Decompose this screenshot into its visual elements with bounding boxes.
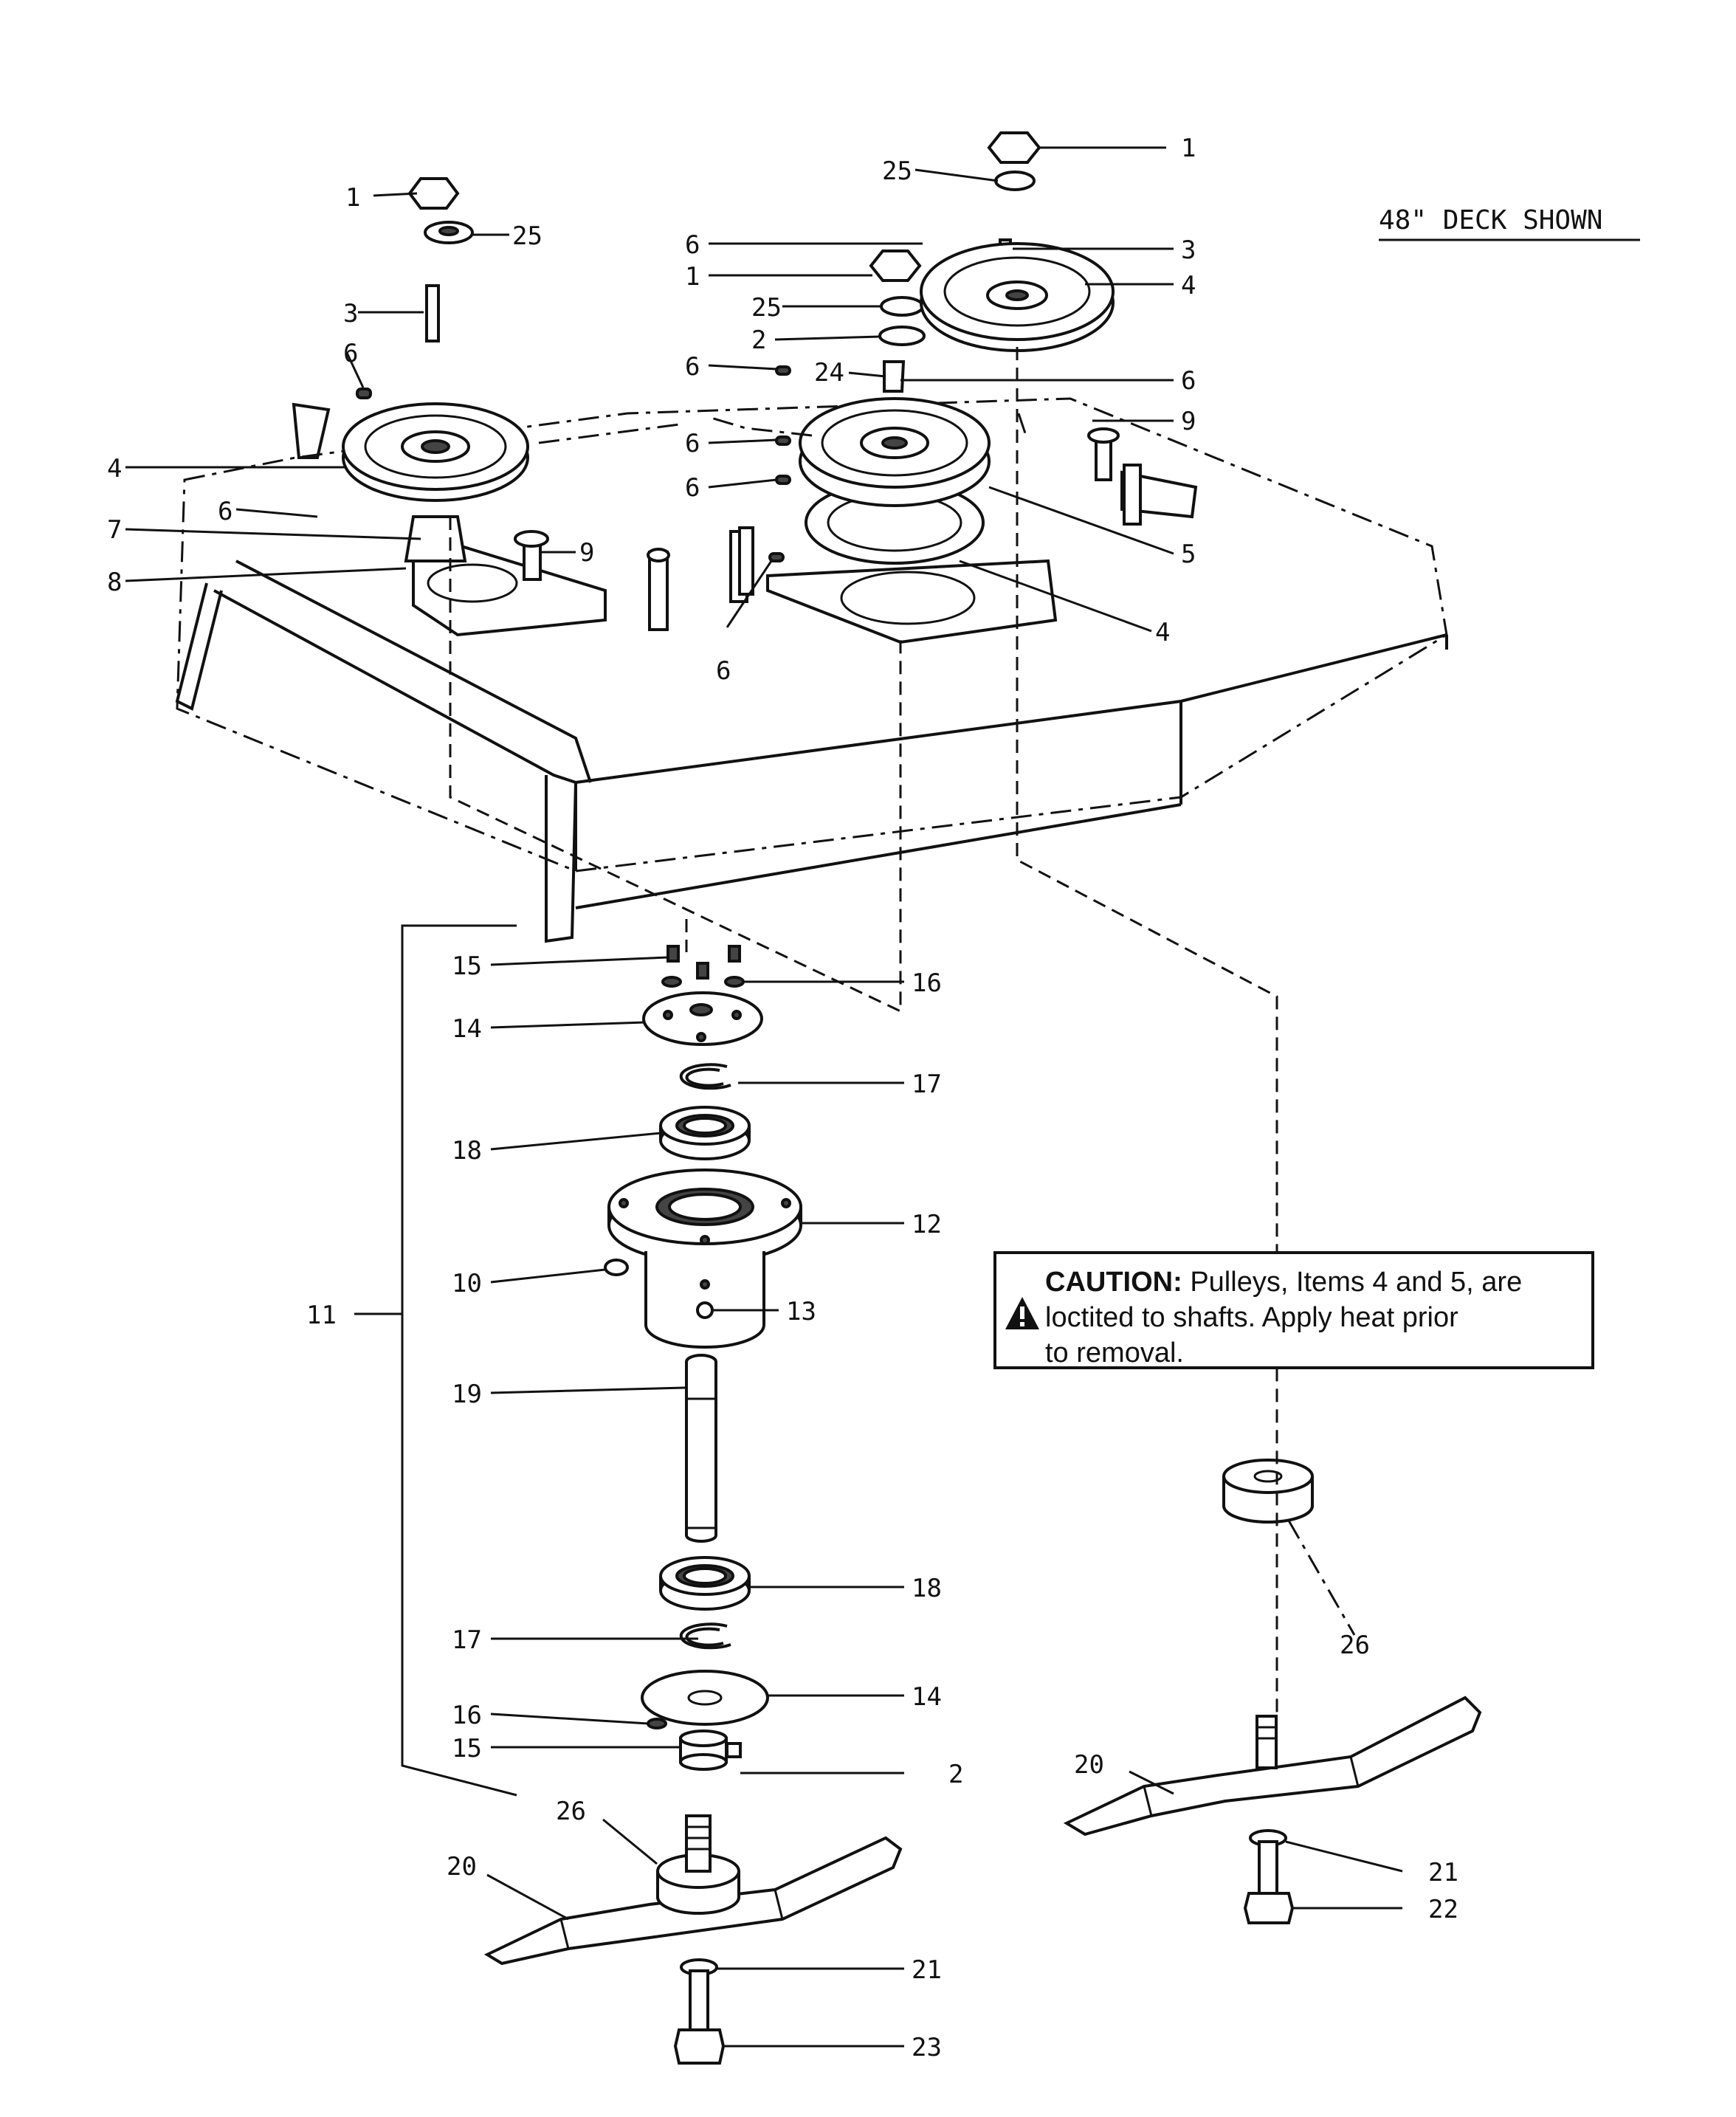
right-pulley-assembly	[920, 131, 1120, 481]
spindle-assembly-bracket	[401, 924, 517, 1797]
callout-15: 15	[452, 1734, 482, 1763]
callout-21: 21	[912, 1955, 942, 1985]
callout-23: 23	[912, 2033, 942, 2062]
callout-6: 6	[343, 339, 358, 368]
callout-16: 16	[452, 1701, 482, 1730]
callout-1: 1	[1181, 134, 1196, 163]
callout-24: 24	[814, 358, 844, 388]
callout-6: 6	[685, 230, 700, 260]
callout-5: 5	[1181, 540, 1196, 569]
callout-15: 15	[452, 951, 482, 981]
callout-3: 3	[1181, 235, 1196, 265]
callout-25: 25	[512, 221, 542, 251]
callout-9: 9	[579, 538, 594, 568]
callout-2: 2	[948, 1760, 963, 1789]
left-blade-assembly	[483, 1814, 903, 2065]
callout-20: 20	[1074, 1750, 1104, 1780]
callout-22: 22	[1428, 1895, 1458, 1924]
callout-26: 26	[556, 1797, 586, 1826]
callout-11: 11	[306, 1301, 337, 1330]
callout-4: 4	[107, 454, 122, 483]
caution-notice: CAUTION: Pulleys, Items 4 and 5, are loc…	[993, 1251, 1594, 1369]
deck-size-note: 48" DECK SHOWN	[1379, 205, 1602, 235]
callout-1: 1	[685, 262, 700, 292]
callout-4: 4	[1181, 271, 1196, 300]
callout-26: 26	[1340, 1631, 1370, 1660]
caution-line-2: loctited to shafts. Apply heat prior	[1045, 1302, 1458, 1333]
callout-6: 6	[716, 656, 731, 686]
warning-triangle-icon	[1005, 1297, 1039, 1329]
callout-14: 14	[912, 1682, 942, 1712]
callout-17: 17	[452, 1625, 482, 1655]
callout-6: 6	[685, 352, 700, 382]
callout-6: 6	[685, 429, 700, 458]
callout-14: 14	[452, 1014, 482, 1044]
callout-10: 10	[452, 1269, 482, 1298]
callout-7: 7	[107, 515, 122, 545]
caution-title: CAUTION:	[1045, 1267, 1182, 1298]
caution-line-3: to removal.	[1045, 1338, 1184, 1369]
callout-2: 2	[751, 326, 766, 355]
callout-17: 17	[912, 1070, 942, 1099]
callout-20: 20	[447, 1852, 477, 1882]
callout-12: 12	[912, 1210, 942, 1239]
callout-6: 6	[1181, 366, 1196, 396]
callout-16: 16	[912, 968, 942, 998]
left-pulley-assembly	[342, 177, 549, 581]
callout-8: 8	[107, 568, 122, 597]
callout-25: 25	[882, 156, 912, 186]
callout-25: 25	[751, 293, 782, 323]
callout-6: 6	[685, 473, 700, 503]
leader-lines	[125, 146, 1640, 2048]
callout-18: 18	[452, 1136, 482, 1166]
callout-18: 18	[912, 1574, 942, 1603]
callout-1: 1	[345, 183, 360, 213]
spindle-assembly	[604, 945, 802, 1771]
callout-19: 19	[452, 1380, 482, 1409]
callout-3: 3	[343, 299, 358, 328]
center-pulley-assembly	[738, 249, 991, 596]
caution-line-1: Pulleys, Items 4 and 5, are	[1190, 1267, 1523, 1298]
right-blade-assembly	[1063, 1459, 1482, 1924]
callout-4: 4	[1155, 618, 1170, 647]
callout-21: 21	[1428, 1858, 1458, 1887]
callout-13: 13	[786, 1297, 816, 1326]
caution-text: CAUTION: Pulleys, Items 4 and 5, are loc…	[1045, 1264, 1591, 1371]
callout-9: 9	[1181, 407, 1196, 436]
callout-6: 6	[218, 497, 232, 526]
callout-numbers: 1 25 3 6 4 6 7 8 9 6 1 25 2 6 24 6 6 6 6…	[107, 134, 1602, 2062]
